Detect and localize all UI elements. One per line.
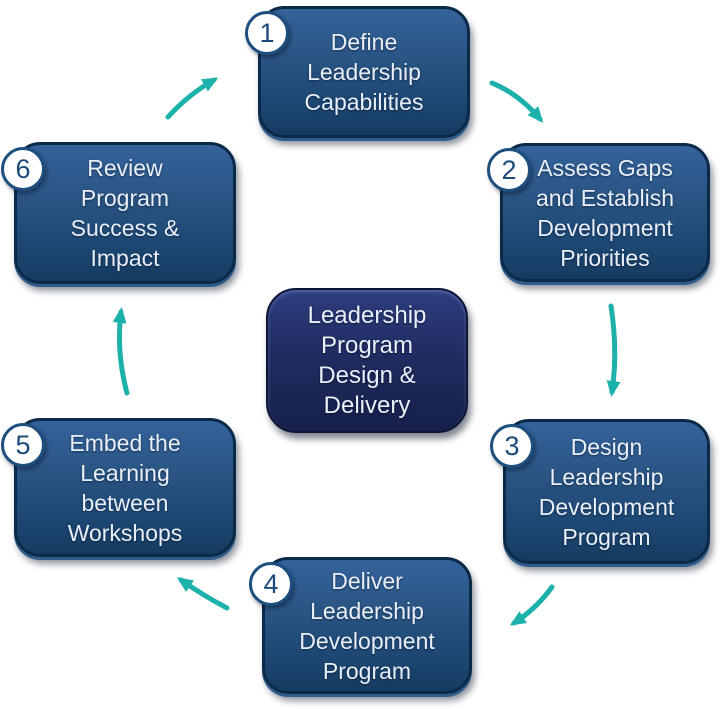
step-4-number: 4 [263, 568, 279, 599]
step-6-number: 6 [15, 153, 31, 184]
step-box-2-assess-gaps: 2 Assess Gaps and Establish Development … [487, 143, 710, 282]
step-3-number: 3 [504, 430, 520, 461]
step-4-label: Deliver Leadership Development Program [299, 567, 435, 684]
step-2-number: 2 [501, 154, 517, 185]
step-5-number-badge: 5 [1, 423, 45, 467]
step-6-number-badge: 6 [1, 147, 45, 191]
step-box-4-deliver-program: 4 Deliver Leadership Development Program [249, 557, 472, 694]
step-2-number-badge: 2 [487, 148, 531, 192]
step-3-number-badge: 3 [490, 424, 534, 468]
step-box-5-embed-learning: 5 Embed the Learning between Workshops [1, 418, 236, 557]
step-box-3-design-program: 3 Design Leadership Development Program [490, 419, 710, 564]
center-label: Leadership Program Design & Delivery [307, 301, 427, 419]
arrow-3-to-4-icon [509, 584, 555, 626]
step-3-label: Design Leadership Development Program [538, 433, 675, 550]
center-box-leadership-program-design-delivery: Leadership Program Design & Delivery [266, 288, 468, 433]
step-2-label: Assess Gaps and Establish Development Pr… [535, 154, 675, 271]
step-6-label: Review Program Success & Impact [70, 155, 180, 271]
arrow-2-to-3-icon [606, 303, 621, 397]
arrow-4-to-5-icon [176, 577, 230, 611]
step-1-number: 1 [259, 17, 275, 48]
step-5-number: 5 [15, 429, 31, 460]
arrow-5-to-6-icon [112, 307, 130, 396]
step-box-6-review-success: 6 Review Program Success & Impact [1, 142, 236, 284]
arrow-6-to-1-icon [165, 77, 219, 120]
arrow-1-to-2-icon [489, 80, 544, 123]
step-1-label: Define Leadership Capabilities [304, 29, 424, 115]
step-1-number-badge: 1 [245, 11, 289, 55]
step-5-label: Embed the Learning between Workshops [67, 429, 183, 546]
step-box-1-define-leadership-capabilities: 1 Define Leadership Capabilities [245, 6, 470, 138]
step-4-number-badge: 4 [249, 562, 293, 606]
